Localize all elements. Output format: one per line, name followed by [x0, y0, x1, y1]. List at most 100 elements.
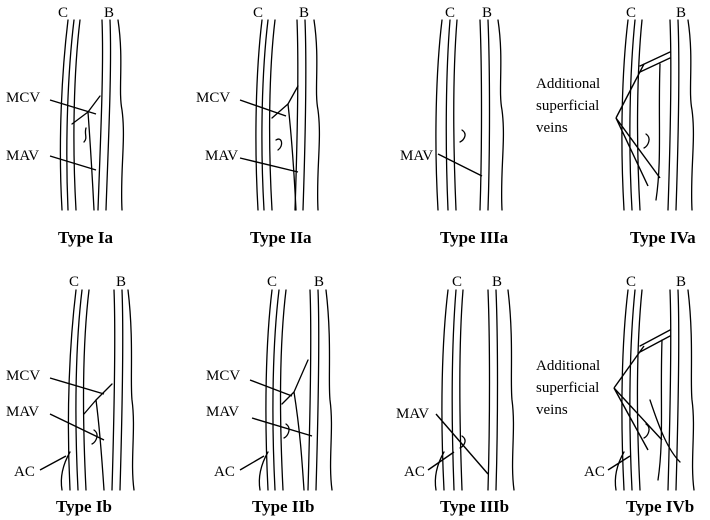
forearm-outline-left — [59, 19, 69, 211]
forearm-outline-left — [435, 19, 443, 211]
label-mcv: MCV — [196, 90, 230, 106]
label-mav: MAV — [206, 404, 239, 420]
cephalic-vein-inner — [82, 289, 90, 491]
leader-mcv — [249, 379, 293, 397]
leader-ac — [239, 455, 265, 471]
label-b: B — [299, 5, 309, 21]
caption: Type IIb — [252, 497, 315, 516]
additional-vein-upper-2 — [639, 57, 671, 73]
label-b: B — [676, 274, 686, 290]
label-c: C — [69, 274, 79, 290]
cephalic-vein-inner — [453, 19, 458, 211]
basilic-vein-inner — [307, 289, 312, 491]
forearm-outline-right — [313, 19, 321, 211]
accessory-cephalic-vein — [434, 451, 445, 491]
vein-tributary — [283, 423, 290, 439]
label-additional: Additional — [536, 358, 600, 374]
cephalic-vein-outer — [629, 19, 636, 211]
forearm-outline-left — [441, 289, 449, 491]
cephalic-vein-outer — [451, 289, 457, 491]
cephalic-vein-outer — [272, 289, 280, 491]
leader-mcv — [49, 99, 97, 115]
median-cubital-vein — [71, 95, 101, 125]
forearm-outline-right — [687, 19, 695, 211]
panel-type-ib: C B MCV MAV AC Type Ib — [6, 274, 135, 516]
cephalic-vein-outer — [629, 289, 636, 491]
basilic-vein-outer — [495, 289, 499, 491]
cephalic-vein-outer — [75, 289, 83, 491]
cephalic-vein-inner — [636, 289, 643, 491]
label-superficial: superficial — [536, 380, 599, 396]
label-b: B — [676, 5, 686, 21]
caption: Type IVb — [626, 497, 694, 516]
basilic-vein-inner — [667, 19, 672, 211]
accessory-cephalic-vein — [60, 451, 71, 491]
caption: Type IIIb — [440, 497, 509, 516]
label-c: C — [445, 5, 455, 21]
median-antebrachial-vein — [95, 399, 105, 491]
caption: Type IIa — [250, 228, 312, 247]
leader-mav — [435, 413, 489, 475]
label-c: C — [626, 274, 636, 290]
accessory-cephalic-vein — [258, 451, 269, 491]
panel-type-iib: C B MCV MAV AC Type IIb — [206, 274, 333, 516]
forearm-outline-left — [621, 19, 629, 211]
caption: Type Ia — [58, 228, 113, 247]
panel-type-iva: C B Additional superficial veins Type IV… — [536, 5, 696, 247]
caption: Type IIIa — [440, 228, 509, 247]
forearm-outline-right — [497, 19, 505, 211]
additional-vein-middle — [657, 339, 663, 481]
basilic-vein-outer — [302, 19, 307, 211]
basilic-vein-outer — [675, 19, 680, 211]
forearm-outline-left — [255, 19, 263, 211]
leader-mav — [49, 413, 105, 441]
vein-tributary — [459, 435, 466, 449]
caption: Type Ib — [56, 497, 112, 516]
leader-ac — [39, 455, 67, 471]
leader-additional-2 — [613, 387, 663, 441]
leader-additional-1 — [615, 63, 645, 119]
vein-tributary — [459, 129, 466, 143]
basilic-vein-inner — [97, 19, 104, 211]
label-superficial: superficial — [536, 98, 599, 114]
additional-vein-upper — [639, 329, 671, 347]
basilic-vein-inner — [294, 19, 299, 211]
cephalic-vein-outer — [445, 19, 451, 211]
forearm-outline-left — [265, 289, 273, 491]
label-mav: MAV — [6, 404, 39, 420]
label-veins: veins — [536, 120, 568, 136]
median-antebrachial-vein — [293, 391, 305, 491]
label-b: B — [492, 274, 502, 290]
leader-ac — [427, 451, 455, 471]
label-b: B — [314, 274, 324, 290]
forearm-outline-right — [127, 289, 135, 491]
label-mav: MAV — [400, 148, 433, 164]
leader-additional-3 — [615, 117, 649, 187]
leader-additional-3 — [613, 387, 649, 451]
leader-mav — [251, 417, 313, 437]
median-antebrachial-vein — [87, 111, 95, 211]
panel-type-iiib: C B MAV AC Type IIIb — [396, 274, 515, 516]
vein-tributary — [643, 133, 650, 149]
leader-additional-2 — [615, 117, 661, 179]
vein-tributary — [643, 423, 650, 439]
label-c: C — [58, 5, 68, 21]
leader-additional-1 — [613, 345, 645, 389]
label-mav: MAV — [205, 148, 238, 164]
label-ac: AC — [214, 464, 235, 480]
label-mav: MAV — [396, 406, 429, 422]
basilic-vein-outer — [105, 19, 112, 211]
label-b: B — [116, 274, 126, 290]
leader-ac — [607, 455, 631, 471]
cephalic-vein-outer — [66, 19, 75, 211]
additional-vein-upper — [639, 51, 671, 67]
label-ac: AC — [584, 464, 605, 480]
label-veins: veins — [536, 402, 568, 418]
caption: Type IVa — [630, 228, 696, 247]
label-c: C — [452, 274, 462, 290]
cephalic-vein-inner — [73, 19, 81, 211]
leader-mcv — [239, 99, 287, 117]
forearm-outline-right — [687, 289, 695, 491]
label-additional: Additional — [536, 76, 600, 92]
